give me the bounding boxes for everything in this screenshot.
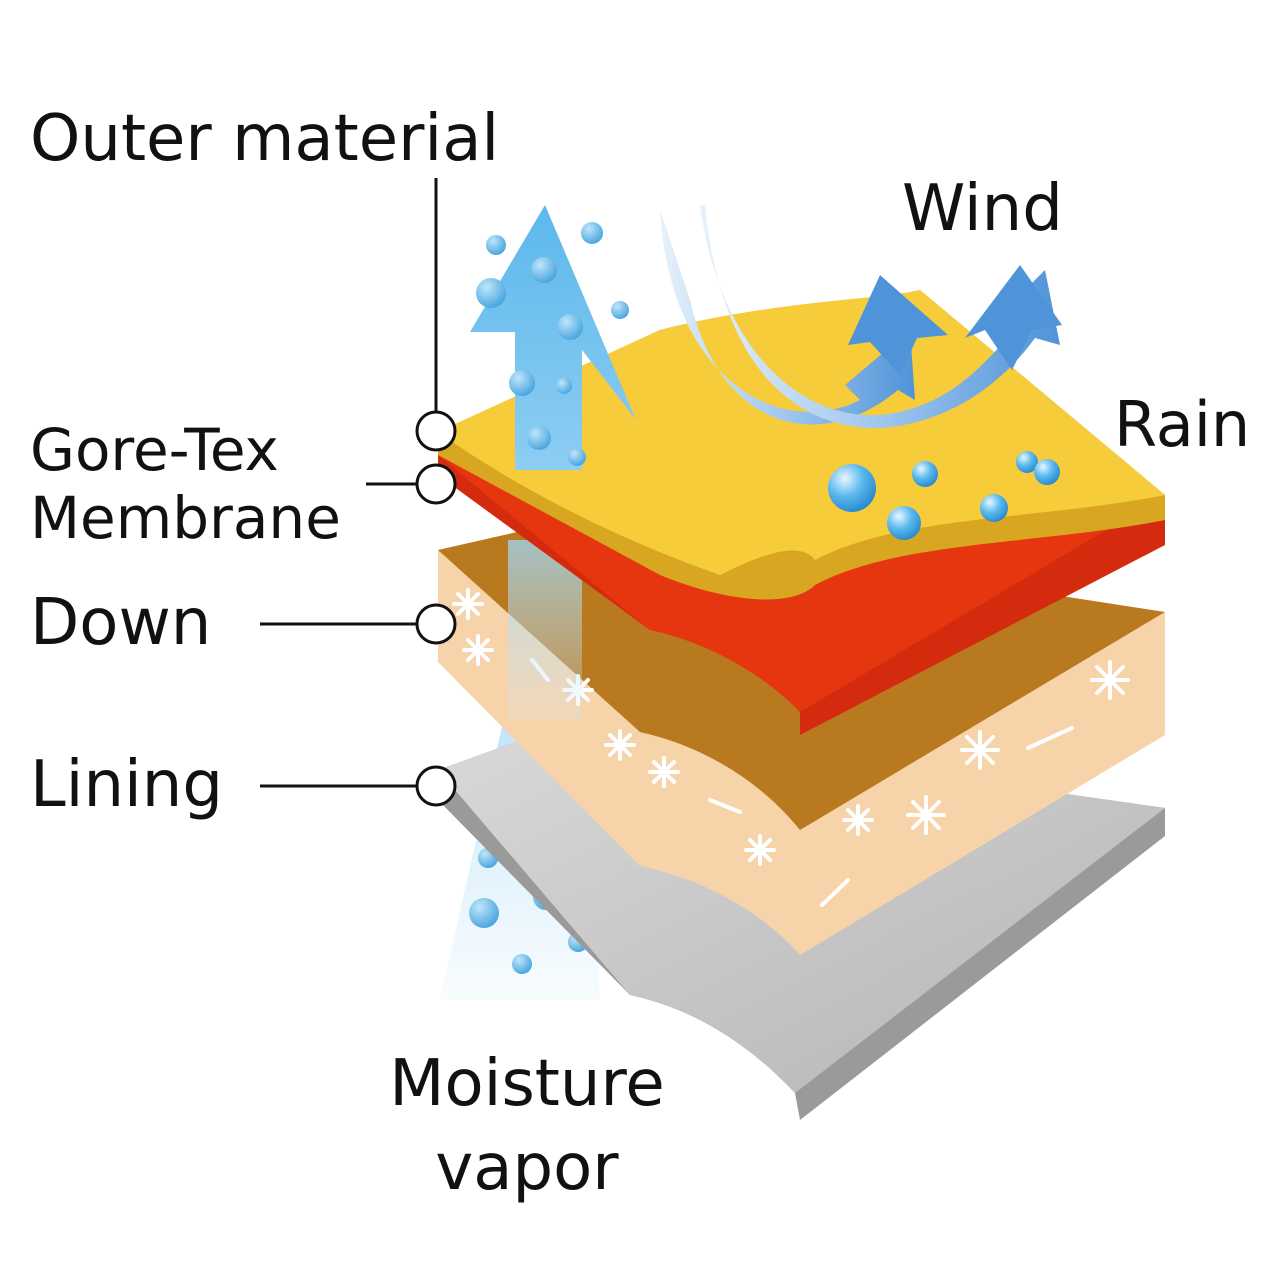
moisture-label-line2: vapor bbox=[435, 1131, 619, 1205]
membrane-marker bbox=[415, 463, 457, 505]
outer-material-marker bbox=[415, 410, 457, 452]
vapor-bubbles-high bbox=[476, 222, 629, 466]
rain-label: Rain bbox=[1114, 388, 1251, 461]
wind-arrow-icons bbox=[660, 205, 1062, 429]
moisture-label-line1: Moisture bbox=[389, 1047, 665, 1121]
gore-tex-label-line2: Membrane bbox=[30, 484, 341, 552]
down-label: Down bbox=[30, 586, 212, 660]
down-marker bbox=[415, 603, 457, 645]
lining-marker bbox=[415, 765, 457, 807]
vapor-arrow-up-icon bbox=[470, 205, 636, 470]
vapor-arrow-mid bbox=[508, 540, 582, 720]
wind-label: Wind bbox=[902, 172, 1063, 246]
outer-material-label: Outer material bbox=[30, 102, 500, 176]
lining-label: Lining bbox=[30, 748, 223, 822]
leader-lines bbox=[260, 178, 457, 807]
rain-drop-icons bbox=[828, 451, 1060, 540]
moisture-vapor-label: Moisture vapor bbox=[372, 1042, 682, 1210]
gore-tex-label-line1: Gore-Tex bbox=[30, 416, 279, 484]
